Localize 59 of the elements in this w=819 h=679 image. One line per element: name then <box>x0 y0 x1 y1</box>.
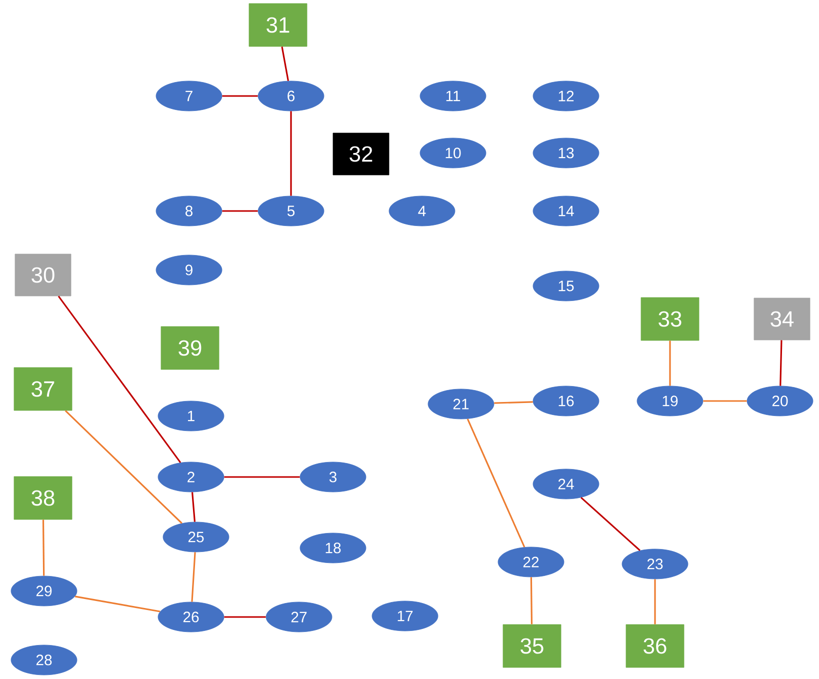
connector-line <box>669 340 671 386</box>
ellipse-node: 15 <box>532 270 600 302</box>
connector-line <box>42 520 45 576</box>
connector-line <box>224 616 266 618</box>
ellipse-node: 2 <box>158 462 224 492</box>
ellipse-node: 9 <box>156 254 222 286</box>
square-node: 34 <box>754 298 810 340</box>
square-node: 39 <box>160 326 220 370</box>
square-node: 37 <box>14 367 72 411</box>
ellipse-node: 28 <box>10 644 78 676</box>
connector-line <box>191 552 196 602</box>
ellipse-node: 25 <box>162 522 230 552</box>
connector-line <box>580 496 640 552</box>
square-node: 35 <box>502 624 562 668</box>
square-node: 36 <box>626 624 684 668</box>
connector-line <box>703 400 747 402</box>
connector-line <box>58 296 182 464</box>
connector-line <box>654 579 656 624</box>
ellipse-node: 11 <box>420 80 486 112</box>
ellipse-node: 20 <box>746 386 814 416</box>
ellipse-node: 3 <box>300 462 366 492</box>
connector-line <box>494 401 533 404</box>
ellipse-node: 7 <box>156 80 222 112</box>
ellipse-node: 16 <box>532 386 600 416</box>
ellipse-node: 14 <box>532 196 600 226</box>
ellipse-node: 8 <box>156 196 222 226</box>
ellipse-node: 24 <box>532 468 600 500</box>
ellipse-node: 27 <box>266 602 332 632</box>
square-node: 33 <box>640 297 700 341</box>
ellipse-node: 13 <box>532 138 600 168</box>
connector-line <box>281 46 290 81</box>
square-node: 38 <box>14 476 72 520</box>
square-node: 30 <box>14 254 72 296</box>
ellipse-node: 1 <box>158 400 224 432</box>
connector-line <box>290 111 292 196</box>
connector-line <box>191 492 196 522</box>
ellipse-node: 5 <box>258 196 324 226</box>
connector-line <box>466 418 526 548</box>
connector-line <box>222 210 258 212</box>
ellipse-node: 4 <box>388 196 456 226</box>
square-node: 31 <box>248 3 308 47</box>
connector-line <box>224 476 300 478</box>
ellipse-node: 10 <box>420 138 486 168</box>
connector-line <box>222 95 258 97</box>
ellipse-node: 23 <box>622 548 688 580</box>
connector-line <box>530 577 533 624</box>
ellipse-node: 26 <box>158 602 224 632</box>
ellipse-node: 17 <box>372 600 438 632</box>
ellipse-node: 6 <box>258 80 324 112</box>
ellipse-node: 19 <box>636 386 704 416</box>
ellipse-node: 22 <box>498 546 564 578</box>
ellipse-node: 21 <box>428 388 494 420</box>
connector-line <box>64 410 182 524</box>
ellipse-node: 18 <box>300 532 366 564</box>
connector-line <box>74 596 160 612</box>
connector-line <box>780 340 782 386</box>
square-node: 32 <box>332 132 390 176</box>
ellipse-node: 29 <box>10 576 78 606</box>
ellipse-node: 12 <box>532 80 600 112</box>
